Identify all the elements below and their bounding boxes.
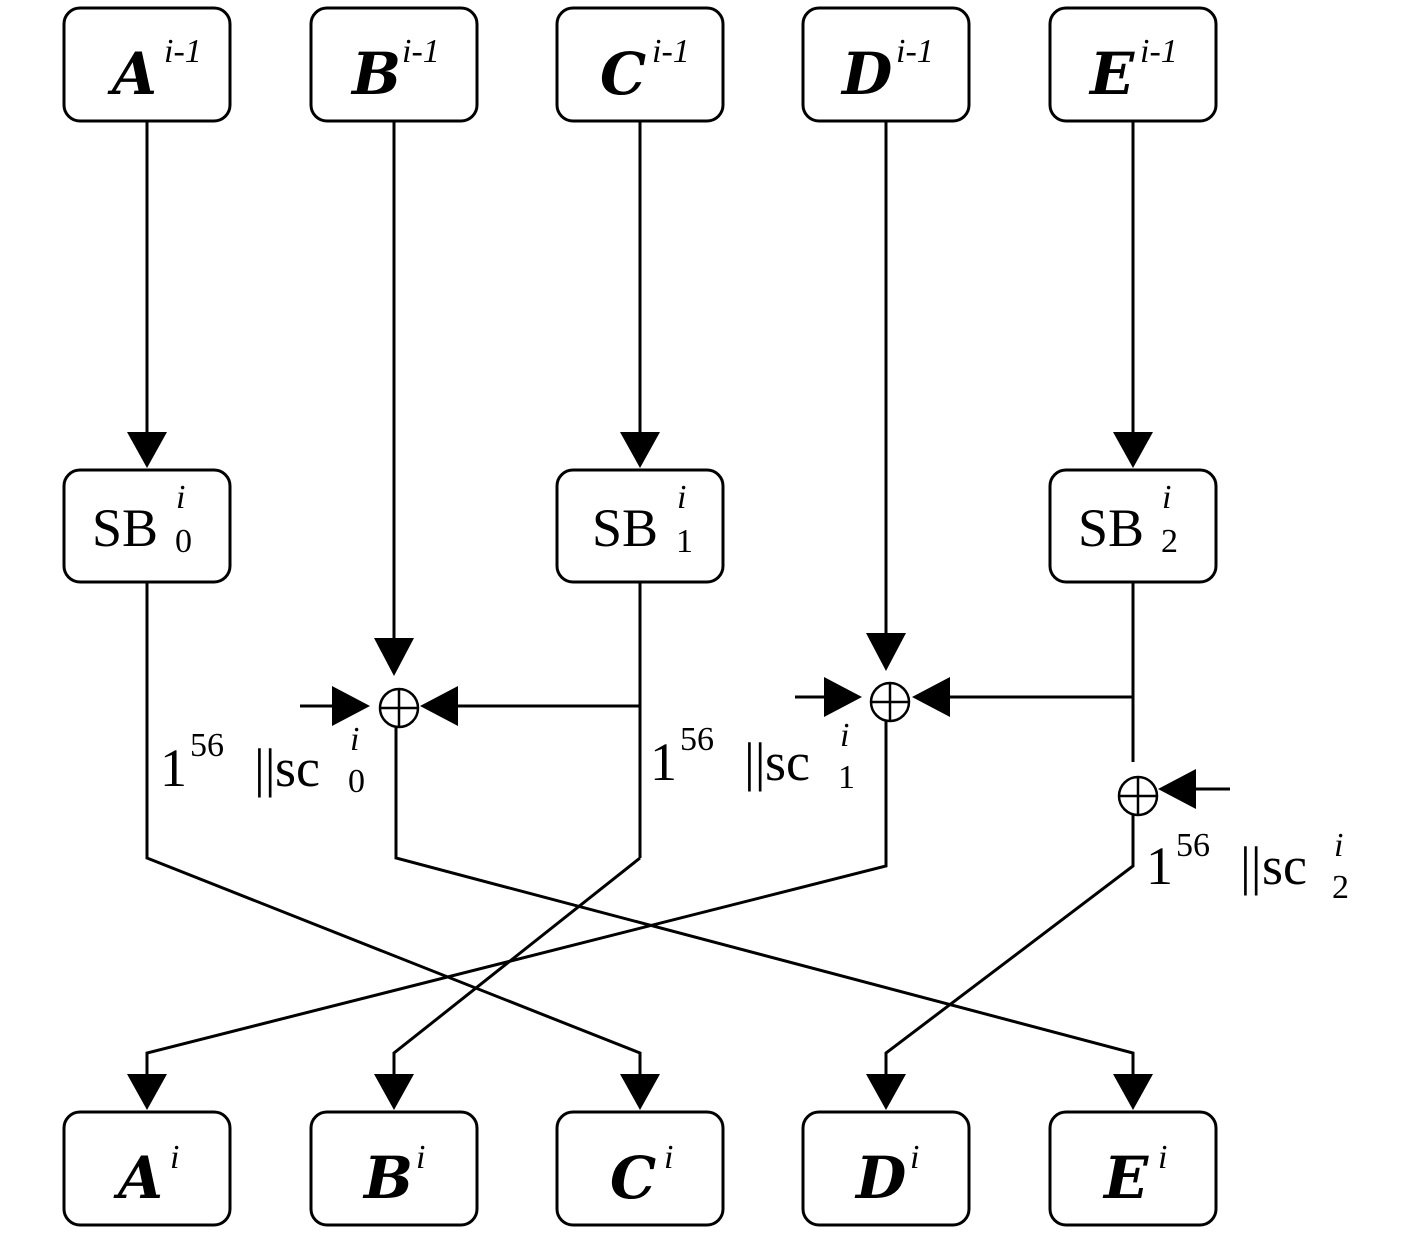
arrow-head-out-a — [127, 1074, 167, 1110]
branch-wires — [300, 582, 1230, 858]
sbox-2-sub: 2 — [1161, 523, 1178, 560]
output-c-letter: C — [610, 1144, 656, 1212]
constant-label-1: 1 56 || sc 1 i — [650, 717, 855, 796]
wire-xor1-to-a — [145, 721, 888, 1078]
input-a-sup: i-1 — [164, 33, 202, 70]
input-a-letter: A — [107, 40, 157, 108]
output-d-letter: D — [854, 1144, 906, 1212]
const-2-base: 1 — [1146, 836, 1173, 896]
const-1-base: 1 — [650, 732, 677, 792]
output-a-sup: i — [170, 1139, 179, 1176]
const-0-sup: i — [350, 721, 359, 758]
output-b-letter: B — [362, 1144, 413, 1212]
sbox-1-sub: 1 — [676, 523, 693, 560]
input-b-letter: B — [350, 40, 401, 108]
input-wires — [127, 121, 1153, 676]
wire-sb1-to-b — [392, 856, 641, 1078]
output-box-d: D i — [801, 1110, 971, 1227]
output-e-letter: E — [1102, 1144, 1149, 1212]
xor-node-0 — [378, 687, 420, 729]
output-box-b: B i — [309, 1110, 479, 1227]
const-1-exp: 56 — [680, 721, 714, 758]
sbox-1: SB 1 i — [555, 468, 725, 584]
xor-node-1 — [869, 681, 911, 723]
arrow-head-xor1-right — [912, 677, 950, 717]
input-b-sup: i-1 — [402, 33, 440, 70]
arrow-head-sb0 — [127, 432, 167, 468]
input-e-letter: E — [1088, 40, 1135, 108]
arrow-head-out-d — [866, 1074, 906, 1110]
constant-label-0: 1 56 || sc 0 i — [160, 721, 365, 800]
const-0-sub: 0 — [348, 763, 365, 800]
sbox-0-name: SB — [92, 498, 158, 558]
const-0-name: sc — [275, 738, 320, 798]
const-2-sep: || — [1240, 836, 1262, 896]
const-2-sub: 2 — [1332, 869, 1349, 906]
arrow-head-xor1-top — [866, 633, 906, 671]
sbox-1-name: SB — [592, 498, 658, 558]
arrow-head-xor0-right — [420, 686, 458, 726]
const-1-sub: 1 — [838, 759, 855, 796]
sbox-2-sup: i — [1162, 479, 1171, 516]
arrow-head-xor0-top — [374, 638, 414, 676]
const-0-exp: 56 — [190, 727, 224, 764]
input-box-a: A i-1 — [62, 6, 232, 123]
output-b-sup: i — [416, 1139, 425, 1176]
arrow-head-out-c — [620, 1074, 660, 1110]
input-c-letter: C — [600, 40, 646, 108]
output-e-sup: i — [1158, 1139, 1167, 1176]
arrow-head-xor2-right — [1158, 769, 1196, 809]
output-box-a: A i — [62, 1110, 232, 1227]
arrow-head-sb1 — [620, 432, 660, 468]
sbox-0-sub: 0 — [175, 523, 192, 560]
input-d-sup: i-1 — [896, 33, 934, 70]
wire-xor2-to-d — [884, 815, 1135, 1078]
input-box-b: B i-1 — [309, 6, 479, 123]
arrow-head-xor0-left — [332, 686, 370, 726]
input-box-d: D i-1 — [801, 6, 971, 123]
const-2-sup: i — [1334, 827, 1343, 864]
sbox-0: SB 0 i — [62, 468, 232, 584]
input-c-sup: i-1 — [652, 33, 690, 70]
input-box-e: E i-1 — [1048, 6, 1218, 123]
xor-node-2 — [1117, 775, 1159, 817]
permutation-wires — [127, 582, 1153, 1110]
sbox-2-name: SB — [1078, 498, 1144, 558]
wire-sb0-to-c — [145, 582, 642, 1078]
input-box-c: C i-1 — [555, 6, 725, 123]
const-2-name: sc — [1262, 836, 1307, 896]
arrow-head-sb2 — [1113, 432, 1153, 468]
input-e-sup: i-1 — [1140, 33, 1178, 70]
input-d-letter: D — [840, 40, 892, 108]
constant-label-2: 1 56 || sc 2 i — [1146, 827, 1349, 906]
const-0-sep: || — [254, 738, 276, 798]
sbox-2: SB 2 i — [1048, 468, 1218, 584]
output-a-letter: A — [113, 1144, 163, 1212]
sbox-1-sup: i — [677, 479, 686, 516]
sbox-0-sup: i — [176, 479, 185, 516]
const-0-base: 1 — [160, 738, 187, 798]
arrow-head-out-b — [374, 1074, 414, 1110]
const-1-sep: || — [744, 732, 766, 792]
arrow-head-out-e — [1113, 1074, 1153, 1110]
output-c-sup: i — [664, 1139, 673, 1176]
wire-xor0-to-e — [394, 727, 1135, 1078]
output-d-sup: i — [910, 1139, 919, 1176]
const-1-sup: i — [840, 717, 849, 754]
output-box-c: C i — [555, 1110, 725, 1227]
const-2-exp: 56 — [1176, 827, 1210, 864]
output-box-e: E i — [1048, 1110, 1218, 1227]
arrow-head-xor1-left — [824, 677, 862, 717]
const-1-name: sc — [765, 732, 810, 792]
